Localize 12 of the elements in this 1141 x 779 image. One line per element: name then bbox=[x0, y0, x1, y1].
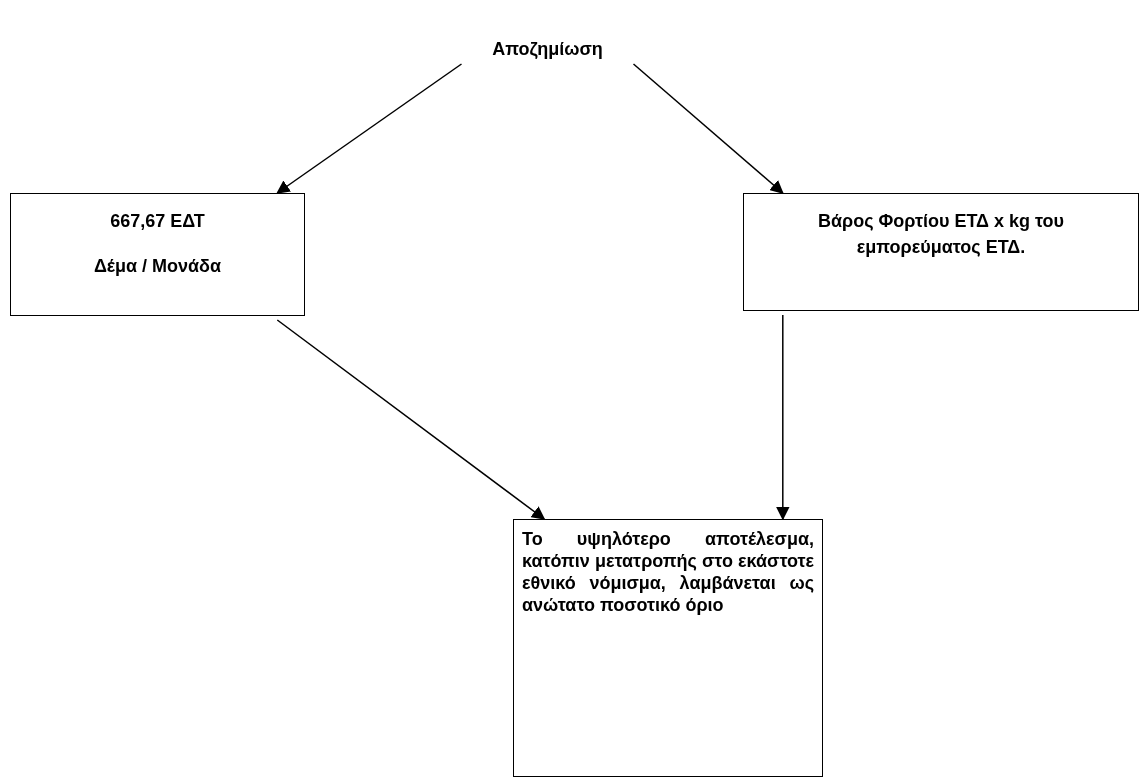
arrow bbox=[776, 314, 790, 521]
node-text: Αποζημίωση bbox=[491, 38, 604, 61]
process-box bbox=[743, 193, 1139, 311]
arrow bbox=[276, 63, 463, 194]
node-text: Το υψηλότερο αποτέλεσμα, κατόπιν μετατροπής στο εκάστοτε εθνικό νόμισμα, λαμβάνεται ως ανώτατο ποσοτικό όριο bbox=[522, 528, 814, 616]
node-text: Βάρος Φορτίου ΕΤΔ x kg του εμπορεύματος ΕΤΔ. bbox=[817, 210, 1065, 259]
node-text: Δέμα / Μονάδα bbox=[93, 255, 222, 278]
arrow bbox=[632, 63, 784, 194]
process-box bbox=[10, 193, 305, 316]
node-text: 667,67 ΕΔΤ bbox=[110, 210, 205, 233]
result-box bbox=[513, 519, 823, 777]
arrow bbox=[276, 319, 546, 520]
